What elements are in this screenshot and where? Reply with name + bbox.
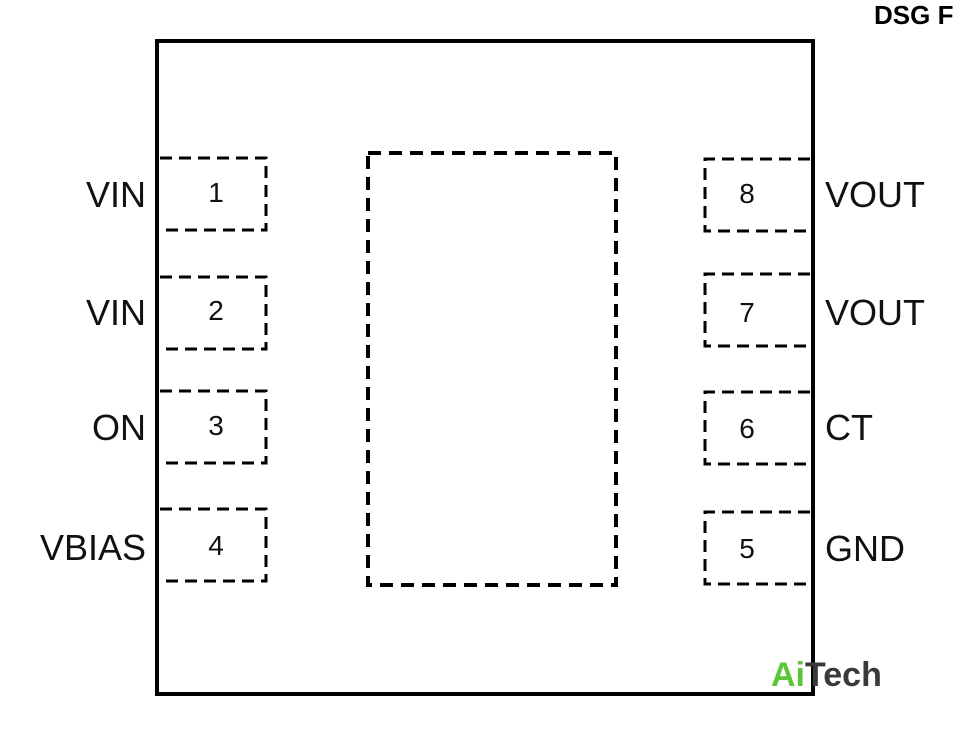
pin-number: 6 xyxy=(739,413,755,444)
aitech-logo: AiTech xyxy=(771,656,882,694)
pin-pad xyxy=(703,272,810,348)
pin-6: 6 CT xyxy=(703,390,873,466)
logo-main-text: Tech xyxy=(805,656,882,694)
pin-7: 7 VOUT xyxy=(703,272,925,348)
pin-name: VOUT xyxy=(825,174,925,215)
pin-name: VBIAS xyxy=(40,527,146,568)
thermal-pad xyxy=(366,151,618,587)
pin-pad xyxy=(160,156,268,232)
pin-pad xyxy=(703,157,810,233)
pin-4: 4 VBIAS xyxy=(40,507,268,583)
package-title: DSG F xyxy=(874,0,953,30)
pin-8: 8 VOUT xyxy=(703,157,925,233)
pin-name: ON xyxy=(92,407,146,448)
svg-text:AiTech: AiTech xyxy=(771,656,882,694)
pin-number: 7 xyxy=(739,297,755,328)
pin-3: 3 ON xyxy=(92,389,268,465)
pin-number: 4 xyxy=(208,530,224,561)
pin-name: VIN xyxy=(86,292,146,333)
package-outline xyxy=(155,39,815,696)
pin-pad xyxy=(703,510,810,586)
pin-pad xyxy=(703,390,810,466)
pin-name: VOUT xyxy=(825,292,925,333)
pin-name: GND xyxy=(825,528,905,569)
logo-accent-text: Ai xyxy=(771,656,805,694)
pin-number: 1 xyxy=(208,177,224,208)
pin-name: CT xyxy=(825,407,873,448)
pin-1: 1 VIN xyxy=(86,156,268,232)
pin-pad xyxy=(160,389,268,465)
pin-number: 2 xyxy=(208,295,224,326)
pin-5: 5 GND xyxy=(703,510,905,586)
pin-pad xyxy=(160,275,268,351)
pin-number: 3 xyxy=(208,410,224,441)
pin-number: 5 xyxy=(739,533,755,564)
pin-name: VIN xyxy=(86,174,146,215)
pin-pad xyxy=(160,507,268,583)
pin-2: 2 VIN xyxy=(86,275,268,351)
pin-number: 8 xyxy=(739,178,755,209)
